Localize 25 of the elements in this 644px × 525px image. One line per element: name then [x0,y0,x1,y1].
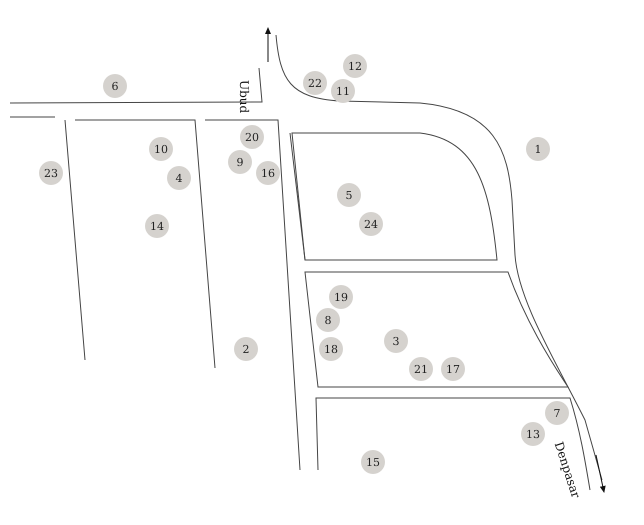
number-marker: 9 [228,150,252,174]
place-label: Ubud [237,80,251,114]
number-marker: 8 [316,308,340,332]
number-marker: 11 [331,79,355,103]
number-marker: 16 [256,161,280,185]
number-marker: 19 [329,285,353,309]
number-marker: 15 [361,450,385,474]
number-marker: 18 [319,337,343,361]
number-marker: 7 [545,401,569,425]
number-marker: 23 [39,161,63,185]
number-marker: 2 [234,337,258,361]
number-marker: 21 [409,357,433,381]
number-marker: 17 [441,357,465,381]
number-marker: 3 [384,329,408,353]
number-marker: 12 [343,54,367,78]
number-marker: 24 [359,212,383,236]
number-marker: 14 [145,214,169,238]
number-marker: 22 [303,71,327,95]
number-marker: 6 [103,74,127,98]
number-marker: 13 [521,422,545,446]
number-marker: 5 [337,183,361,207]
number-marker: 1 [526,137,550,161]
number-marker: 4 [167,166,191,190]
number-marker: 20 [240,125,264,149]
number-marker: 10 [149,137,173,161]
